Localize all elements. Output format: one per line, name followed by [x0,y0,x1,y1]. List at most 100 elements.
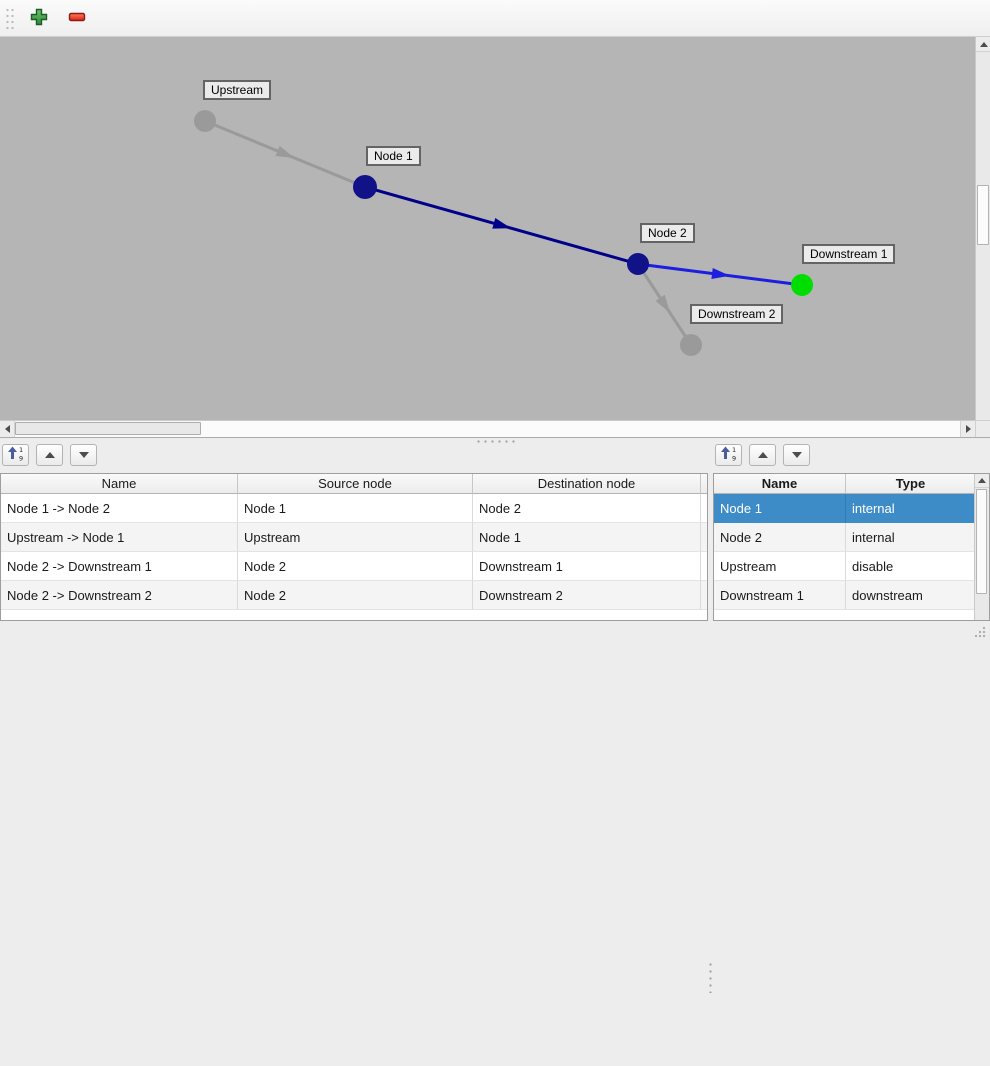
cell-filler [701,581,707,610]
main-toolbar [0,0,990,37]
scrollbar-corner [975,420,990,437]
sort-ascending-icon: 1 9 [720,446,737,464]
connection-row[interactable]: Node 2 -> Downstream 2 Node 2 Downstream… [1,581,707,610]
connection-row[interactable]: Upstream -> Node 1 Upstream Node 1 [1,523,707,552]
node-row-selected[interactable]: Node 1 internal [714,494,976,523]
column-header-type[interactable]: Type [846,474,976,494]
connections-header-row: Name Source node Destination node [1,474,707,494]
sort-button[interactable]: 1 9 [715,444,742,466]
edge-arrow-icon [655,294,670,313]
scroll-left-arrow[interactable] [0,421,15,437]
node-label-node-2[interactable]: Node 2 [640,223,695,243]
cell-name[interactable]: Node 2 -> Downstream 2 [1,581,238,610]
cell-type[interactable]: downstream [846,581,976,610]
cell-name[interactable]: Node 2 -> Downstream 1 [1,552,238,581]
graph-node-upstream[interactable] [194,110,216,132]
nodes-table: Name Type Node 1 internal Node 2 interna… [714,474,976,610]
cell-name[interactable]: Upstream [714,552,846,581]
nodes-pane: 1 9 Name Type [713,444,990,622]
cell-type[interactable]: internal [846,494,976,523]
edge-arrow-icon [711,268,730,279]
sort-button[interactable]: 1 9 [2,444,29,466]
connections-table: Name Source node Destination node Node 1… [1,474,707,610]
graph-node-node-1[interactable] [353,175,377,199]
node-label-downstream-1[interactable]: Downstream 1 [802,244,896,264]
up-arrow-icon [757,452,768,458]
nodes-toolbar: 1 9 [715,444,817,468]
move-down-button[interactable] [783,444,810,466]
graph-node-downstream-1[interactable] [791,274,813,296]
column-header-name[interactable]: Name [714,474,846,494]
edge-arrow-icon [275,145,295,158]
vertical-splitter[interactable] [708,888,713,1066]
svg-text:1: 1 [19,446,23,454]
cell-filler [701,523,707,552]
connections-table-viewport: Name Source node Destination node Node 1… [0,473,708,621]
node-row[interactable]: Node 2 internal [714,523,976,552]
cell-destination[interactable]: Node 2 [473,494,701,523]
cell-source[interactable]: Node 2 [238,581,473,610]
vertical-scroll-thumb[interactable] [976,489,987,594]
down-arrow-icon [791,452,802,458]
node-label-downstream-2[interactable]: Downstream 2 [690,304,784,324]
node-row[interactable]: Downstream 1 downstream [714,581,976,610]
cell-source[interactable]: Upstream [238,523,473,552]
column-header-destination-node[interactable]: Destination node [473,474,701,494]
canvas-vertical-scrollbar[interactable] [975,37,990,496]
cell-name[interactable]: Upstream -> Node 1 [1,523,238,552]
vertical-scroll-thumb[interactable] [977,185,989,245]
svg-text:1: 1 [732,446,736,454]
cell-source[interactable]: Node 1 [238,494,473,523]
scroll-up-arrow[interactable] [976,37,990,52]
remove-button[interactable] [64,5,90,31]
horizontal-splitter[interactable] [0,437,990,444]
sort-ascending-icon: 1 9 [7,446,24,464]
plus-icon [30,8,48,29]
canvas-horizontal-scrollbar[interactable] [0,420,975,437]
node-label-node-1[interactable]: Node 1 [366,146,421,166]
connections-pane: 1 9 Name Source node Destination no [0,444,708,622]
window-resize-grip[interactable] [973,625,987,642]
cell-destination[interactable]: Node 1 [473,523,701,552]
minus-icon [68,8,86,29]
cell-name[interactable]: Downstream 1 [714,581,846,610]
cell-destination[interactable]: Downstream 2 [473,581,701,610]
nodes-header-row: Name Type [714,474,976,494]
move-down-button[interactable] [70,444,97,466]
cell-name[interactable]: Node 1 -> Node 2 [1,494,238,523]
add-button[interactable] [26,5,52,31]
cell-name[interactable]: Node 1 [714,494,846,523]
move-up-button[interactable] [749,444,776,466]
scroll-right-arrow[interactable] [960,421,975,437]
svg-text:9: 9 [732,455,736,462]
node-row[interactable]: Upstream disable [714,552,976,581]
connection-row[interactable]: Node 1 -> Node 2 Node 1 Node 2 [1,494,707,523]
scroll-up-arrow[interactable] [975,474,989,488]
up-arrow-icon [44,452,55,458]
nodes-table-scrollbar[interactable] [974,474,989,620]
status-strip [0,622,990,645]
cell-destination[interactable]: Downstream 1 [473,552,701,581]
node-label-upstream[interactable]: Upstream [203,80,272,100]
column-header-name[interactable]: Name [1,474,238,494]
cell-type[interactable]: disable [846,552,976,581]
move-up-button[interactable] [36,444,63,466]
connection-row[interactable]: Node 2 -> Downstream 1 Node 2 Downstream… [1,552,707,581]
graph-node-node-2[interactable] [627,253,649,275]
cell-type[interactable]: internal [846,523,976,552]
column-header-source-node[interactable]: Source node [238,474,473,494]
down-arrow-icon [78,452,89,458]
nodes-table-viewport: Name Type Node 1 internal Node 2 interna… [713,473,990,621]
toolbar-grip-handle[interactable] [4,6,14,30]
bottom-panel: 1 9 Name Source node Destination no [0,444,990,1066]
cell-name[interactable]: Node 2 [714,523,846,552]
column-header-filler [701,474,707,494]
cell-source[interactable]: Node 2 [238,552,473,581]
svg-text:9: 9 [19,455,23,462]
splitter-grip-dots [475,439,515,443]
graph-node-downstream-2[interactable] [680,334,702,356]
horizontal-scroll-thumb[interactable] [15,422,201,435]
